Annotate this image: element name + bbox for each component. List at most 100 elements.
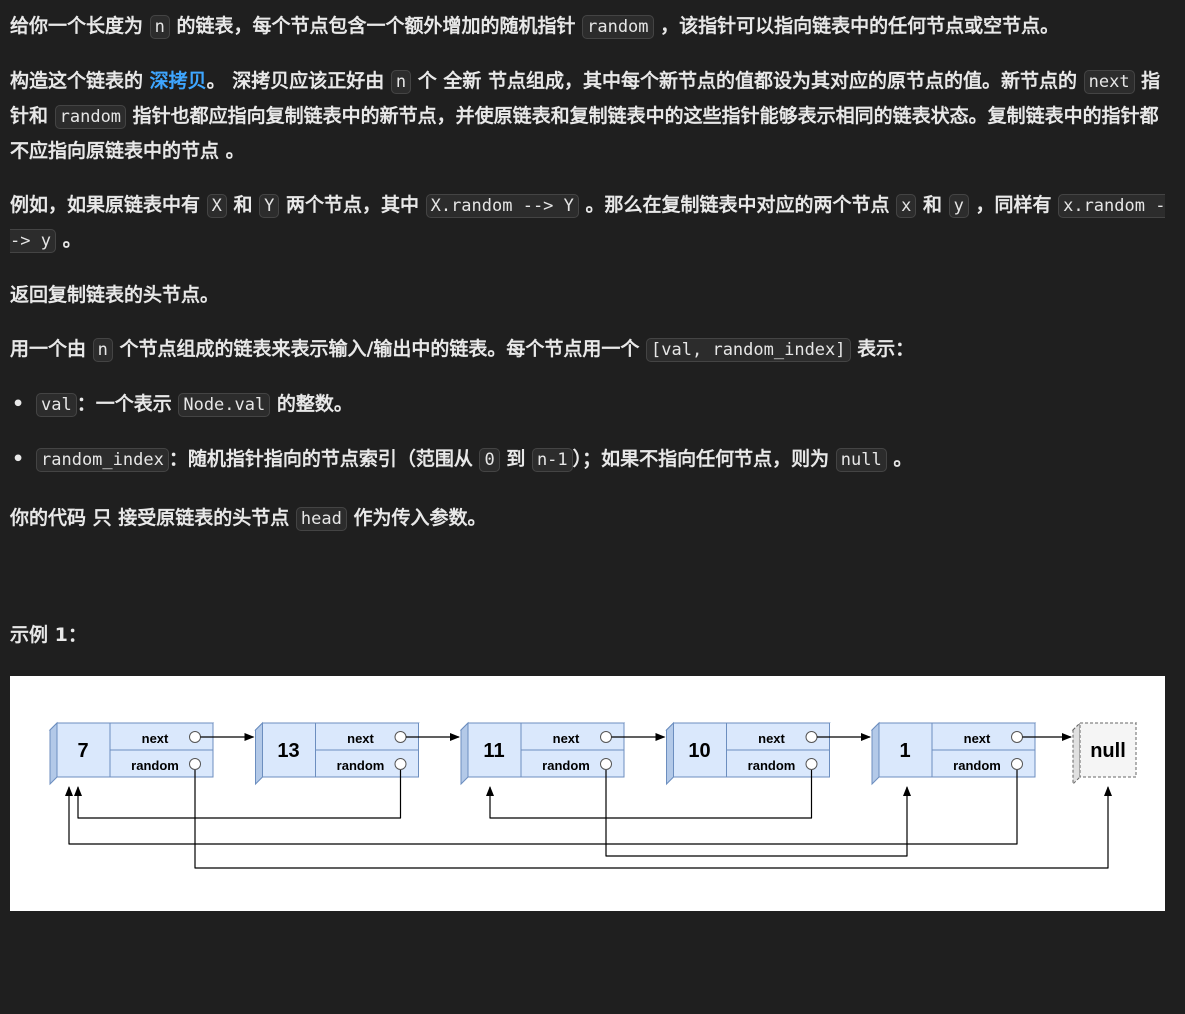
random-arrow bbox=[605, 770, 911, 857]
list-item: val：一个表示 Node.val 的整数。 bbox=[10, 387, 1175, 422]
node-value: 13 bbox=[277, 740, 299, 762]
code-n: n bbox=[149, 15, 170, 39]
next-pointer bbox=[394, 731, 407, 743]
code-n: n bbox=[92, 338, 113, 362]
node-value: 11 bbox=[483, 740, 504, 762]
text: 你的代码 bbox=[10, 507, 93, 529]
next-pointer bbox=[189, 731, 201, 743]
text: 和 bbox=[916, 194, 949, 216]
next-label: next bbox=[553, 731, 580, 746]
text: 的整数。 bbox=[270, 393, 353, 415]
null-side-face bbox=[1072, 721, 1081, 786]
next-label: next bbox=[964, 731, 991, 746]
deep-copy-link[interactable]: 深拷贝 bbox=[149, 70, 207, 92]
paragraph-deep-copy: 构造这个链表的 深拷贝。 深拷贝应该正好由 n 个 全新 节点组成，其中每个新节… bbox=[10, 64, 1175, 168]
null-label: null bbox=[1090, 740, 1126, 762]
random-label: random bbox=[953, 758, 1001, 773]
random-label: random bbox=[337, 758, 385, 773]
text: 和 bbox=[226, 194, 260, 216]
text: 。那么在复制链表中对应的两个节点 bbox=[578, 194, 897, 216]
text: 。 bbox=[55, 229, 82, 251]
text: 指针和 bbox=[10, 70, 1161, 127]
text: 例如，如果原链表中有 bbox=[10, 194, 207, 216]
text: ：一个表示 bbox=[76, 393, 179, 415]
null-box bbox=[1079, 722, 1137, 778]
example-diagram: 7 next random 13 next random 11 next random 10 nex… bbox=[10, 676, 1165, 911]
emphasis-new: 全新 bbox=[443, 70, 482, 92]
next-pointer bbox=[805, 731, 818, 743]
random-arrow bbox=[74, 770, 402, 819]
node-side-face bbox=[460, 721, 469, 786]
random-pointer bbox=[189, 758, 201, 770]
code-head: head bbox=[295, 507, 347, 531]
random-pointer bbox=[1011, 758, 1023, 770]
code-val: val bbox=[36, 393, 77, 417]
code-null: null bbox=[835, 448, 887, 472]
text: 。 深拷贝应该正好由 bbox=[206, 70, 391, 92]
text: ）；如果不指向任何节点，则为 bbox=[572, 448, 836, 470]
text: 用一个由 bbox=[10, 338, 93, 360]
next-pointer bbox=[600, 731, 612, 743]
list-item: random_index：随机指针指向的节点索引（范围从 0 到 n-1）；如果… bbox=[10, 442, 1175, 477]
next-label: next bbox=[758, 731, 785, 746]
text: ，该指针可以指向链表中的任何节点或空节点。 bbox=[653, 15, 1060, 37]
code-next: next bbox=[1083, 70, 1135, 94]
text: 到 bbox=[499, 448, 532, 470]
code-node-val: Node.val bbox=[178, 393, 271, 417]
paragraph-representation: 用一个由 n 个节点组成的链表来表示输入/输出中的链表。每个节点用一个 [val… bbox=[10, 332, 1175, 367]
code-Y: Y bbox=[259, 194, 280, 218]
paragraph-intro: 给你一个长度为 n 的链表，每个节点包含一个额外增加的随机指针 random ，… bbox=[10, 9, 1175, 44]
emphasis-no-original: 复制链表中的指针都不应指向原链表中的节点 bbox=[10, 105, 1159, 162]
paragraph-return: 返回复制链表的头节点。 bbox=[10, 284, 220, 306]
code-val-random-index: [val, random_index] bbox=[646, 338, 851, 362]
node-value: 1 bbox=[899, 740, 910, 762]
text: 的链表，每个节点包含一个额外增加的随机指针 bbox=[169, 15, 583, 37]
code-random: random bbox=[54, 105, 127, 129]
code-n: n bbox=[390, 70, 412, 94]
code-random: random bbox=[582, 15, 654, 39]
text: 。 bbox=[219, 140, 245, 162]
random-arrow bbox=[65, 770, 1018, 845]
random-label: random bbox=[748, 758, 796, 773]
text: 。 bbox=[886, 448, 913, 470]
node-side-face bbox=[871, 721, 880, 786]
text: 表示： bbox=[850, 338, 915, 360]
random-arrow bbox=[486, 770, 813, 819]
problem-description: 给你一个长度为 n 的链表，每个节点包含一个额外增加的随机指针 random ，… bbox=[0, 9, 1185, 911]
paragraph-input: 你的代码 只 接受原链表的头节点 head 作为传入参数。 bbox=[10, 501, 1175, 536]
emphasis-only: 只 bbox=[92, 507, 112, 529]
text: 节点组成，其中每个新节点的值都设为其对应的原节点的值。新节点的 bbox=[481, 70, 1084, 92]
code-x: x bbox=[896, 194, 917, 218]
next-label: next bbox=[142, 731, 169, 746]
text: 构造这个链表的 bbox=[10, 70, 150, 92]
code-zero: 0 bbox=[479, 448, 500, 472]
node-side-face bbox=[255, 721, 263, 786]
text: 作为传入参数。 bbox=[346, 507, 487, 529]
linked-list-diagram: 7 next random 13 next random 11 next random 10 nex… bbox=[48, 721, 1138, 869]
next-pointer bbox=[1011, 731, 1023, 743]
text: ，同样有 bbox=[968, 194, 1059, 216]
random-arrow bbox=[194, 770, 1112, 869]
node-value: 10 bbox=[688, 740, 710, 762]
text: 指针也都应指向复制链表中的新节点，并使原链表和复制链表中的这些指针能够表示相同的… bbox=[126, 105, 988, 127]
node-value: 7 bbox=[77, 740, 88, 762]
code-random-index: random_index bbox=[36, 448, 169, 472]
code-X: X bbox=[206, 194, 227, 218]
random-pointer bbox=[600, 758, 612, 770]
code-X-random: X.random --> Y bbox=[425, 194, 579, 218]
text: 接受原链表的头节点 bbox=[111, 507, 296, 529]
random-label: random bbox=[131, 758, 179, 773]
text: 个节点组成的链表来表示输入/输出中的链表。每个节点用一个 bbox=[112, 338, 647, 360]
code-y: y bbox=[948, 194, 969, 218]
paragraph-example-xy: 例如，如果原链表中有 X 和 Y 两个节点，其中 X.random --> Y … bbox=[10, 188, 1175, 258]
text: 给你一个长度为 bbox=[10, 15, 150, 37]
text: 两个节点，其中 bbox=[279, 194, 426, 216]
next-label: next bbox=[347, 731, 374, 746]
random-pointer bbox=[394, 758, 407, 770]
text: ：随机指针指向的节点索引（范围从 bbox=[168, 448, 480, 470]
text: 个 bbox=[411, 70, 444, 92]
bullet-list: val：一个表示 Node.val 的整数。 random_index：随机指针… bbox=[10, 387, 1175, 477]
example-title: 示例 1： bbox=[10, 624, 87, 646]
code-n-minus-1: n-1 bbox=[531, 448, 573, 472]
node-side-face bbox=[666, 721, 674, 786]
